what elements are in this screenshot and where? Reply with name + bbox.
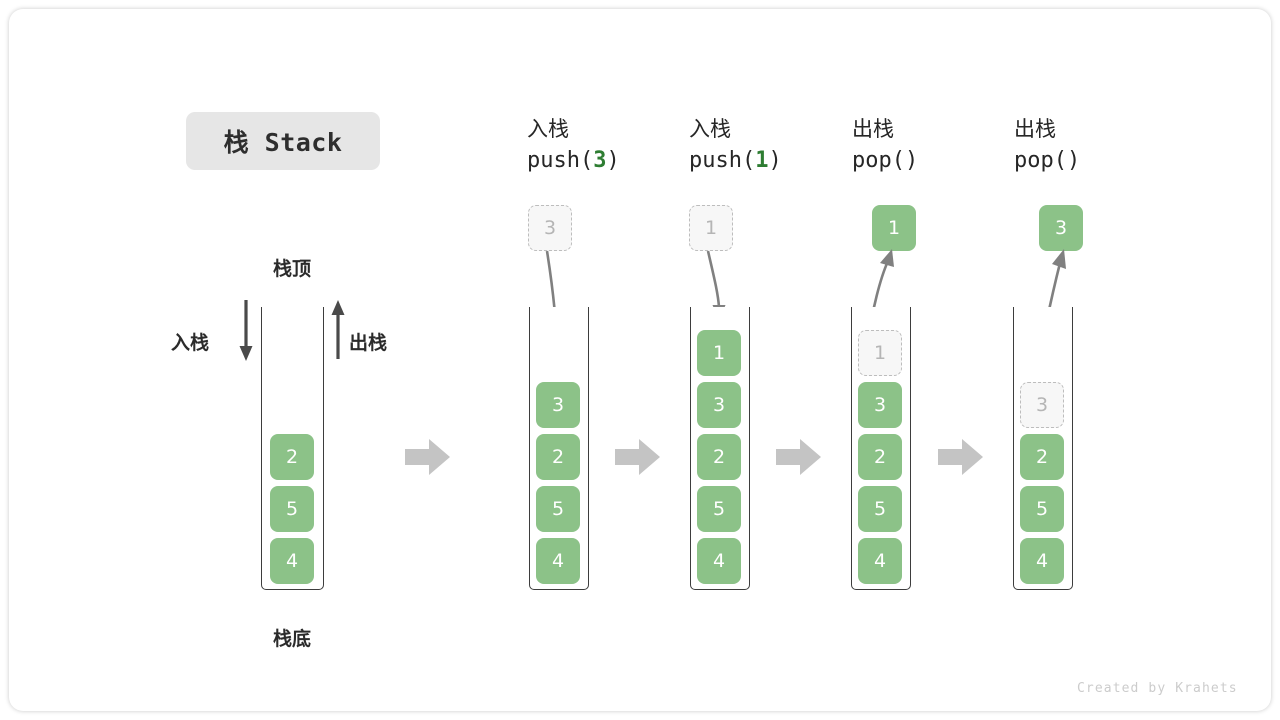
stack-cell: 2 bbox=[697, 434, 741, 480]
stage-header-pop-1: 出栈 pop() bbox=[852, 115, 918, 177]
stage-header-push-1: 入栈 push(1) bbox=[689, 115, 782, 177]
stage-header-cn: 入栈 bbox=[527, 118, 569, 141]
stack-cell: 5 bbox=[697, 486, 741, 532]
stage-header-cn: 出栈 bbox=[1014, 118, 1056, 141]
stage-header-code: pop() bbox=[1014, 148, 1081, 173]
stage-header-cn: 出栈 bbox=[852, 118, 894, 141]
stage-header-cn: 入栈 bbox=[689, 118, 731, 141]
stack-cell: 4 bbox=[858, 538, 902, 584]
stack-cell: 5 bbox=[270, 486, 314, 532]
stack-cell: 2 bbox=[858, 434, 902, 480]
stage-header-code: push(1) bbox=[689, 148, 782, 173]
step-arrow-icon bbox=[938, 439, 983, 475]
code-argument: 1 bbox=[755, 148, 769, 173]
stack-cell: 2 bbox=[1020, 434, 1064, 480]
stack-cell: 5 bbox=[536, 486, 580, 532]
stage-header-code: push(3) bbox=[527, 148, 620, 173]
title-badge: 栈 Stack bbox=[186, 112, 380, 170]
pop-side-label: 出栈 bbox=[349, 333, 388, 354]
credit-text: Created by Krahets bbox=[1077, 681, 1238, 696]
diagram-frame: 栈 Stack 栈顶 入栈 出栈 2 5 4 栈底 入栈 push bbox=[9, 9, 1271, 711]
step-arrow-icon bbox=[405, 439, 450, 475]
stack-cell: 4 bbox=[536, 538, 580, 584]
stack-cell: 4 bbox=[270, 538, 314, 584]
ghost-element-in-stack: 1 bbox=[858, 330, 902, 376]
step-arrow-icon bbox=[776, 439, 821, 475]
stack-cell: 4 bbox=[697, 538, 741, 584]
code-argument: 3 bbox=[593, 148, 607, 173]
stack-top-caption: 栈顶 bbox=[272, 259, 311, 280]
push-side-label: 入栈 bbox=[171, 333, 210, 354]
stack-cell: 2 bbox=[536, 434, 580, 480]
stage-header-pop-3: 出栈 pop() bbox=[1014, 115, 1080, 177]
step-arrow-icon bbox=[615, 439, 660, 475]
ghost-element-above: 3 bbox=[528, 205, 572, 251]
stack-cell: 3 bbox=[858, 382, 902, 428]
stack-cell: 3 bbox=[536, 382, 580, 428]
popped-element: 3 bbox=[1039, 205, 1083, 251]
stack-cell: 1 bbox=[697, 330, 741, 376]
stack-cell: 4 bbox=[1020, 538, 1064, 584]
stack-cell: 5 bbox=[1020, 486, 1064, 532]
ghost-element-in-stack: 3 bbox=[1020, 382, 1064, 428]
ghost-element-above: 1 bbox=[689, 205, 733, 251]
pop-up-arrow-icon bbox=[331, 300, 345, 359]
stack-cell: 5 bbox=[858, 486, 902, 532]
popped-element: 1 bbox=[872, 205, 916, 251]
stack-bottom-caption: 栈底 bbox=[272, 629, 311, 650]
stack-cell: 2 bbox=[270, 434, 314, 480]
push-down-arrow-icon bbox=[239, 300, 253, 361]
stage-header-code: pop() bbox=[852, 148, 919, 173]
stack-cell: 3 bbox=[697, 382, 741, 428]
stage-header-push-3: 入栈 push(3) bbox=[527, 115, 620, 177]
